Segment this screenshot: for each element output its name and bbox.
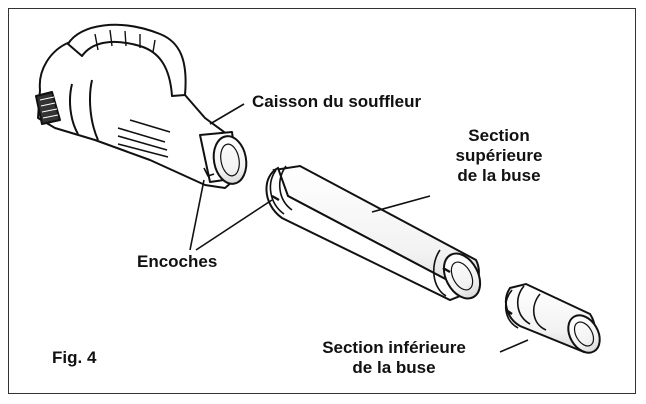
upper-nozzle-section: [265, 164, 482, 302]
blower-housing: [35, 23, 248, 189]
leader-lines: [189, 103, 529, 353]
housing-handle: [67, 23, 187, 97]
label-lower-nozzle-line2: de la buse: [352, 358, 436, 377]
label-notches: Encoches: [137, 252, 218, 271]
label-upper-nozzle: Section supérieure de la buse: [424, 126, 574, 186]
housing-notch: [203, 167, 215, 177]
leader-notch-upper: [195, 199, 273, 251]
label-upper-nozzle-line2: supérieure: [455, 146, 543, 165]
leader-housing: [209, 103, 245, 125]
leader-upper-nozzle: [371, 195, 431, 213]
leader-notch-housing: [189, 179, 205, 251]
figure-label: Fig. 4: [52, 348, 97, 367]
lower-nozzle-section: [504, 282, 601, 354]
housing-outlet: [212, 135, 248, 185]
label-upper-nozzle-line3: de la buse: [457, 166, 541, 185]
leader-lower-nozzle: [499, 339, 529, 353]
label-blower-housing: Caisson du souffleur: [252, 92, 422, 111]
label-lower-nozzle: Section inférieure de la buse: [296, 338, 492, 378]
label-upper-nozzle-line1: Section: [468, 126, 530, 145]
label-lower-nozzle-line1: Section inférieure: [322, 338, 466, 357]
